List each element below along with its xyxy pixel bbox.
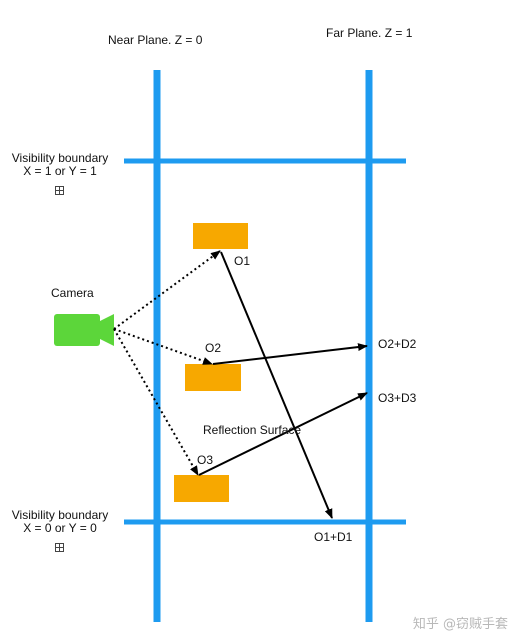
- reflection-block-o1: [193, 223, 248, 249]
- reflected-ray-o1: [220, 251, 333, 519]
- video-camera-icon: [54, 314, 114, 346]
- o3-label: O3: [197, 453, 214, 467]
- o2-label: O2: [205, 341, 222, 355]
- reflection-block-o2: [185, 364, 241, 391]
- reflection-surface-label: Reflection Surface: [203, 423, 302, 437]
- boundary-top-marker-icon: [55, 186, 64, 195]
- camera-ray-o3: [113, 328, 199, 476]
- camera-label: Camera: [51, 286, 94, 300]
- visibility-boundary-top-label: Visibility boundary X = 1 or Y = 1: [6, 152, 114, 178]
- o2-d2-label: O2+D2: [378, 337, 417, 351]
- visibility-boundary-bottom-line2: X = 0 or Y = 0: [23, 521, 97, 535]
- watermark: 知乎 @窃贼手套: [412, 617, 508, 632]
- camera-ray-o2: [113, 328, 213, 365]
- o3-d3-label: O3+D3: [378, 391, 417, 405]
- far-plane-label: Far Plane. Z = 1: [326, 26, 413, 40]
- visibility-boundary-top-line2: X = 1 or Y = 1: [23, 164, 97, 178]
- reflected-ray-o3: [198, 392, 368, 476]
- reflection-block-o3: [174, 475, 229, 502]
- visibility-boundary-bottom-line1: Visibility boundary: [11, 508, 109, 522]
- visibility-boundary-bottom-label: Visibility boundary X = 0 or Y = 0: [6, 509, 114, 535]
- o1-d1-label: O1+D1: [314, 530, 353, 544]
- camera-ray-o1: [113, 250, 221, 330]
- visibility-boundary-top-line1: Visibility boundary: [11, 151, 109, 165]
- o1-label: O1: [234, 254, 251, 268]
- reflected-ray-o2: [212, 343, 368, 365]
- near-plane-label: Near Plane. Z = 0: [108, 33, 203, 47]
- boundary-bottom-marker-icon: [55, 543, 64, 552]
